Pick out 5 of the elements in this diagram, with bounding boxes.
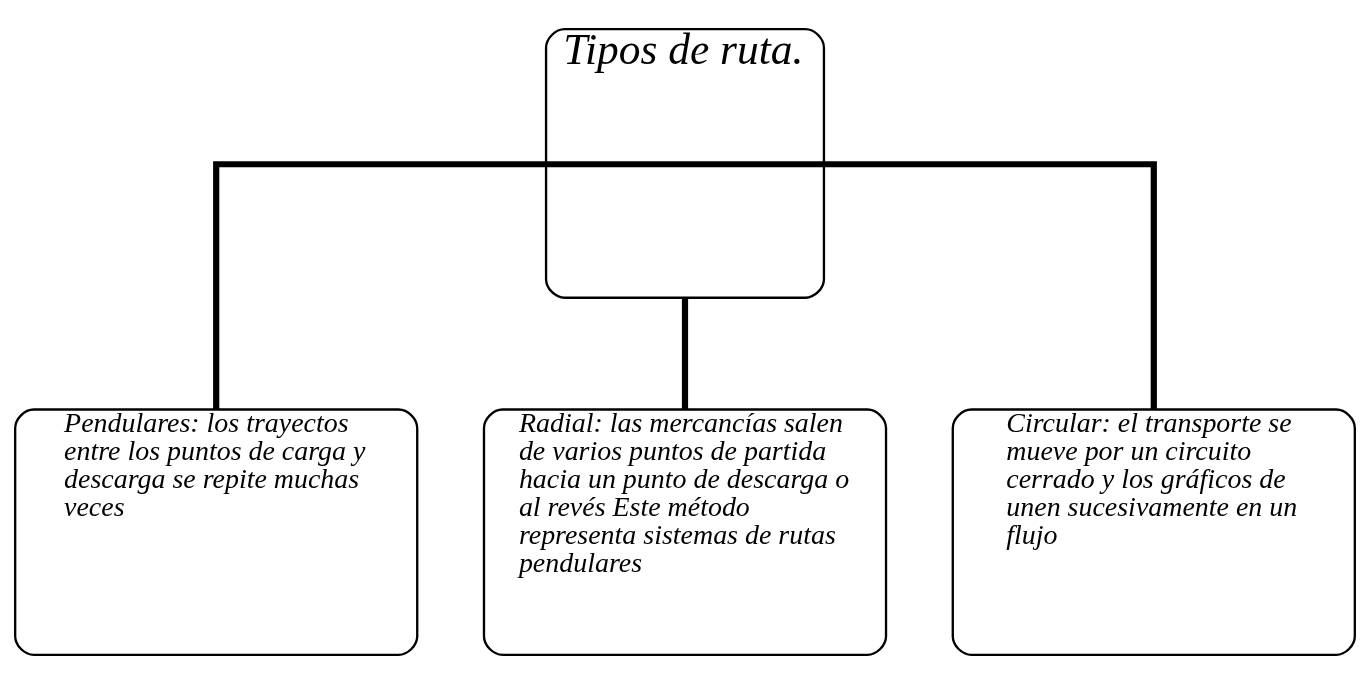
node-box: Radial: las mercancías salen de varios puntos de partida hacia un punto de descarga o al revés Este método representa sistemas de rutas pendulares: [482, 408, 888, 656]
node-box: Pendulares: los trayectos entre los puntos de carga y descarga se repite muchas veces: [14, 408, 419, 656]
node-box: Circular: el transporte se mueve por un circuito cerrado y los gráficos de unen sucesivamente en un flujo: [951, 408, 1356, 656]
node-box: Tipos de ruta.: [544, 28, 826, 299]
connector: [681, 298, 689, 410]
